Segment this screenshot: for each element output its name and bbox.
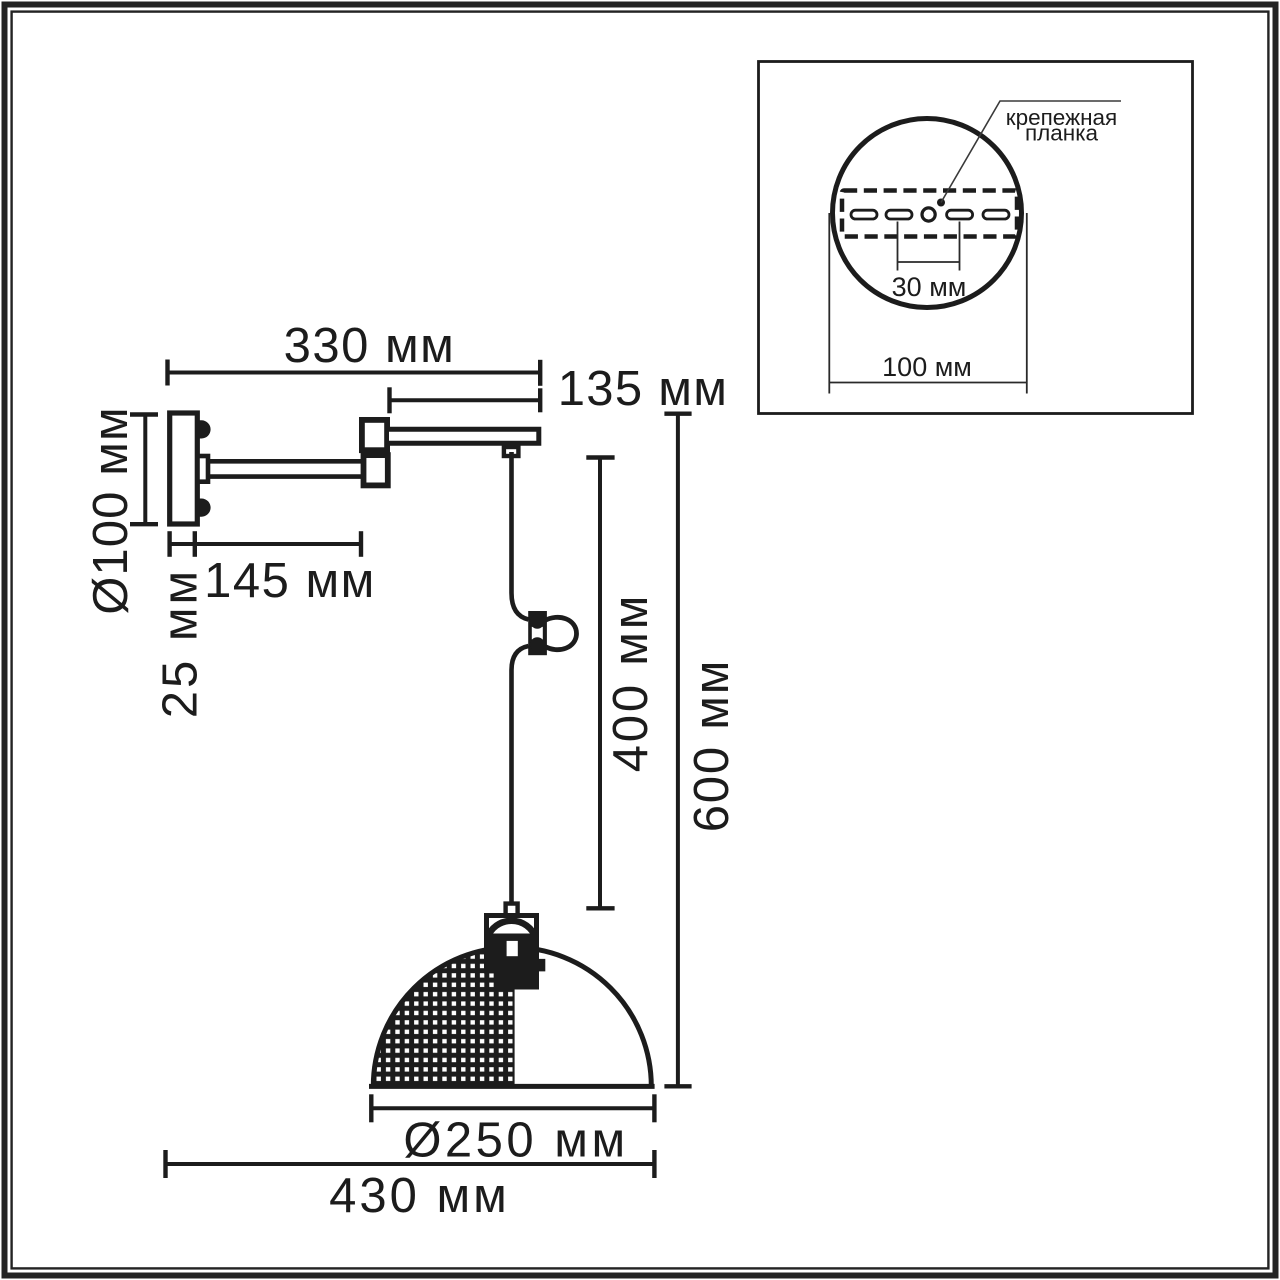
- svg-text:330 мм: 330 мм: [284, 319, 456, 373]
- svg-text:Ø100 мм: Ø100 мм: [84, 406, 138, 615]
- svg-text:Ø250 мм: Ø250 мм: [403, 1114, 628, 1168]
- svg-text:25 мм: 25 мм: [154, 568, 208, 719]
- svg-text:430 мм: 430 мм: [329, 1169, 510, 1223]
- svg-text:планка: планка: [1025, 121, 1099, 146]
- svg-text:100 мм: 100 мм: [882, 352, 972, 382]
- svg-text:600 мм: 600 мм: [685, 659, 739, 833]
- svg-text:135 мм: 135 мм: [558, 362, 729, 416]
- svg-text:30 мм: 30 мм: [892, 272, 967, 302]
- svg-text:400 мм: 400 мм: [604, 593, 658, 773]
- svg-text:крепежная: крепежная: [1006, 105, 1118, 130]
- svg-text:145 мм: 145 мм: [204, 554, 376, 608]
